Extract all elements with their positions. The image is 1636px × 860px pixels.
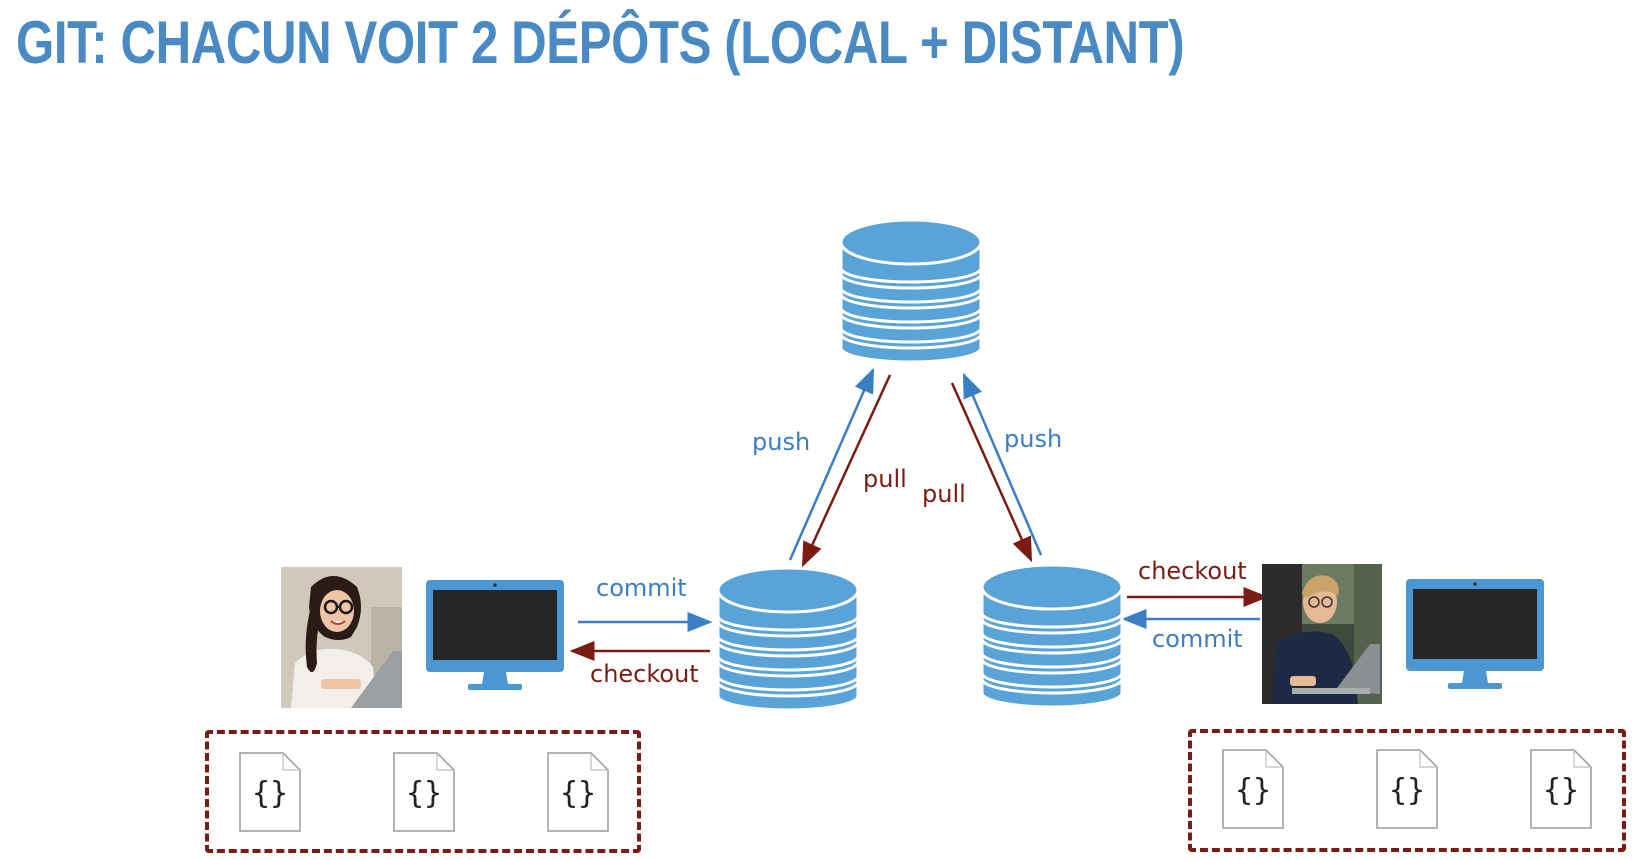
left-commit-label: commit bbox=[596, 574, 687, 602]
right-push-arrow bbox=[962, 372, 1043, 556]
left-computer-monitor-icon bbox=[426, 580, 564, 690]
right-pull-arrow bbox=[950, 382, 1033, 563]
remote-repository-database-icon bbox=[839, 218, 983, 364]
code-file-icon: {} bbox=[547, 752, 609, 832]
left-checkout-label: checkout bbox=[590, 660, 699, 688]
left-pull-label: pull bbox=[863, 465, 907, 493]
left-working-files-group: {} {} {} bbox=[205, 730, 641, 853]
right-computer-monitor-icon bbox=[1406, 579, 1544, 689]
right-push-label: push bbox=[1004, 425, 1063, 453]
code-file-icon: {} bbox=[239, 752, 301, 832]
code-file-icon: {} bbox=[1376, 749, 1438, 829]
left-push-arrow bbox=[788, 367, 875, 561]
right-checkout-label: checkout bbox=[1138, 557, 1247, 585]
right-user-avatar bbox=[1262, 564, 1382, 704]
code-file-icon: {} bbox=[1222, 749, 1284, 829]
right-local-repository-database-icon bbox=[980, 563, 1124, 709]
code-file-icon: {} bbox=[1530, 749, 1592, 829]
left-user-avatar bbox=[281, 567, 402, 708]
left-push-label: push bbox=[752, 428, 811, 456]
right-commit-label: commit bbox=[1152, 625, 1243, 653]
left-local-repository-database-icon bbox=[716, 566, 860, 712]
left-pull-arrow bbox=[801, 374, 892, 568]
page-title: GIT: CHACUN VOIT 2 DÉPÔTS (LOCAL + DISTA… bbox=[16, 9, 1185, 76]
code-file-icon: {} bbox=[393, 752, 455, 832]
right-pull-label: pull bbox=[922, 480, 966, 508]
right-working-files-group: {} {} {} bbox=[1188, 729, 1626, 852]
